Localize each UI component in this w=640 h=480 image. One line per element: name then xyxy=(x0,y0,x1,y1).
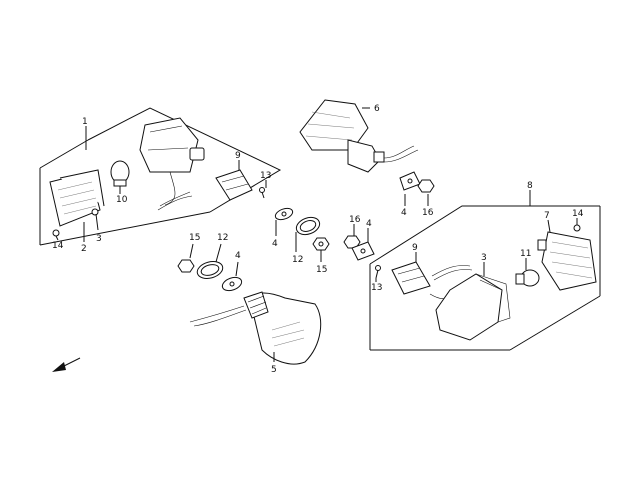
callout-14-left: 14 xyxy=(52,241,64,251)
bulb-10 xyxy=(110,160,130,187)
frame-8-bottom-right xyxy=(509,295,601,351)
rubber-boot-9 xyxy=(215,169,253,201)
callout-4-upper-right: 4 xyxy=(401,208,407,218)
turn-signal-rear-left-5 xyxy=(243,291,322,365)
callout-4-left: 4 xyxy=(272,239,278,249)
callout-3: 3 xyxy=(96,234,102,244)
grommet-12-lower xyxy=(196,261,224,279)
callout-16-center: 16 xyxy=(349,215,361,225)
frame-1-left-edge xyxy=(39,139,89,169)
turn-signal-lens-right-7 xyxy=(537,231,597,291)
callout-15-center: 15 xyxy=(316,265,327,275)
screw-14-right xyxy=(573,224,581,232)
callout-11: 11 xyxy=(520,249,531,259)
callout-10: 10 xyxy=(116,195,128,205)
callout-5: 5 xyxy=(271,365,277,375)
nut-16-upper-right xyxy=(417,179,435,193)
rubber-boot-9-lower xyxy=(391,261,431,295)
gasket-4-center-right xyxy=(351,241,375,261)
gasket-4-left xyxy=(274,207,294,221)
bulb-11 xyxy=(515,269,540,287)
callout-14-right: 14 xyxy=(572,209,584,219)
callout-8: 8 xyxy=(527,181,533,191)
turn-signal-front-right-6 xyxy=(299,99,385,173)
turn-signal-housing-upper-left xyxy=(139,117,205,206)
wire-upper-left xyxy=(159,191,191,207)
leader-7 xyxy=(547,219,551,233)
callout-4-lower: 4 xyxy=(235,251,241,261)
leader-15b xyxy=(189,243,194,259)
leader-4b xyxy=(235,261,239,277)
screw-13-upper xyxy=(259,187,265,199)
wire-lower-right xyxy=(431,265,471,277)
screw-14-left xyxy=(52,229,60,241)
wire-upper-right xyxy=(383,145,415,159)
frame-1-bottom-edge xyxy=(39,211,211,246)
turn-signal-lens-left xyxy=(49,169,105,227)
callout-6: 6 xyxy=(374,104,380,114)
front-direction-arrow-icon xyxy=(52,357,81,372)
callout-1: 1 xyxy=(82,117,88,127)
leader-3 xyxy=(95,213,99,231)
callout-13-upper: 13 xyxy=(260,171,271,181)
gasket-4-upper-right xyxy=(399,171,421,191)
turn-signal-housing-lower-right-3 xyxy=(435,273,511,341)
callout-12-center: 12 xyxy=(292,255,303,265)
group-frame-8 xyxy=(369,205,600,265)
gasket-4-lower xyxy=(221,276,243,292)
grommet-12-center xyxy=(295,216,321,236)
callout-7: 7 xyxy=(544,211,550,221)
callout-2: 2 xyxy=(81,244,87,254)
callout-15-lower: 15 xyxy=(189,233,200,243)
callout-4-center-right: 4 xyxy=(366,219,372,229)
callout-3-lower: 3 xyxy=(481,253,487,263)
leader-12b xyxy=(215,243,222,263)
nut-15-lower xyxy=(177,259,195,273)
callout-9-lower: 9 xyxy=(412,243,418,253)
wire-lower-left xyxy=(189,305,245,323)
callout-13-lower: 13 xyxy=(371,283,382,293)
screw-13-lower xyxy=(375,265,381,279)
callout-12-lower: 12 xyxy=(217,233,228,243)
nut-15-center xyxy=(312,237,330,251)
callout-16-upper-right: 16 xyxy=(422,208,434,218)
callout-9-upper: 9 xyxy=(235,151,241,161)
